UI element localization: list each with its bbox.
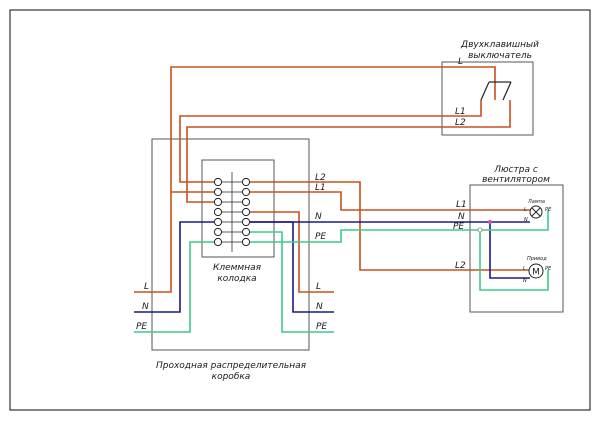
inner-label-l1: L1 <box>315 183 326 193</box>
wire-pe-input <box>134 241 218 333</box>
terminal-row <box>213 227 251 237</box>
drawing-frame <box>9 9 591 411</box>
terminal-screw <box>241 227 251 237</box>
wire-pe-to-chandelier <box>246 229 549 291</box>
chandelier-label-n: N <box>458 212 465 222</box>
wire-n-input <box>134 221 218 313</box>
lamp-pin-pe: PE <box>545 207 552 213</box>
switch-label-l1: L1 <box>455 107 466 117</box>
earth-wires <box>134 210 549 333</box>
junction-box-labels: Клеммная колодка Проходная распределител… <box>136 173 327 382</box>
inner-label-pe: PE <box>315 232 326 242</box>
junction-box-caption-line1: Проходная распределительная <box>156 361 307 371</box>
wire-l2-to-chandelier <box>246 181 530 271</box>
switch-contacts <box>480 81 512 101</box>
terminal-block-caption-line1: Клеммная <box>213 263 262 273</box>
wire-l-output <box>246 211 334 293</box>
terminal-row <box>213 207 251 217</box>
motor-caption: Привод <box>527 256 547 262</box>
wire-switch-l1 <box>179 100 482 183</box>
lamp-cross-2 <box>531 207 541 217</box>
junction-dot-n <box>488 220 492 224</box>
terminal-block <box>201 159 275 258</box>
terminal-screw <box>213 227 223 237</box>
terminal-row <box>213 217 251 227</box>
junction-dot-pe <box>477 227 483 233</box>
wire-switch-l2 <box>186 100 511 203</box>
terminal-screw <box>213 187 223 197</box>
terminal-screw <box>241 187 251 197</box>
left-label-n: N <box>142 302 149 312</box>
right-label-n: N <box>316 302 323 312</box>
motor-pin-pe: PE <box>545 266 552 272</box>
switch-title-line1: Двухклавишный <box>460 40 539 50</box>
terminal-screw <box>213 197 223 207</box>
terminal-screw <box>213 217 223 227</box>
left-label-pe: PE <box>136 322 147 332</box>
switch-label-l2: L2 <box>455 118 466 128</box>
junction-box-caption-line2: коробка <box>212 372 251 382</box>
chandelier-title-line1: Люстра с <box>493 165 538 175</box>
chandelier-label-l1: L1 <box>456 200 467 210</box>
motor-symbol-letter: M <box>532 268 540 278</box>
right-label-pe: PE <box>316 322 327 332</box>
chandelier-labels: Люстра с вентилятором L1 N PE L2 Лампа L… <box>453 165 552 284</box>
terminal-screw <box>213 237 223 247</box>
inner-label-n: N <box>315 212 322 222</box>
chandelier-label-pe: PE <box>453 222 464 232</box>
lamp-symbol <box>529 205 543 219</box>
switch-label-l: L <box>458 57 463 67</box>
chandelier-label-l2: L2 <box>455 261 466 271</box>
wire-l1-to-chandelier <box>246 191 530 211</box>
junction-box <box>151 138 310 351</box>
chandelier-title-line2: вентилятором <box>482 175 550 185</box>
terminal-row <box>213 187 251 197</box>
left-label-l: L <box>144 282 149 292</box>
right-label-l: L <box>316 282 321 292</box>
lamp-pin-l: L <box>524 207 527 213</box>
wire-n-to-chandelier <box>246 221 530 279</box>
terminal-screw <box>241 217 251 227</box>
wire-l-input <box>134 66 496 293</box>
terminal-screw <box>241 237 251 247</box>
terminal-row <box>213 197 251 207</box>
inner-label-l2: L2 <box>315 173 326 183</box>
terminal-screw <box>241 207 251 217</box>
terminal-screw <box>213 177 223 187</box>
motor-symbol: M <box>528 263 544 279</box>
terminal-screw <box>213 207 223 217</box>
lamp-pin-n: N <box>524 217 528 223</box>
switch-contact-1 <box>480 81 490 101</box>
terminal-screw <box>241 177 251 187</box>
switch-box <box>441 61 534 136</box>
lamp-caption: Лампа <box>527 199 545 205</box>
terminal-screw <box>241 197 251 207</box>
phase-wires <box>134 66 530 293</box>
motor-circle <box>528 263 544 279</box>
chandelier-box <box>469 184 564 313</box>
switch-title-line2: выключатель <box>468 51 532 61</box>
terminal-block-caption-line2: колодка <box>217 274 256 284</box>
motor-pin-n: N <box>523 278 527 284</box>
switch-contact-2 <box>502 81 512 101</box>
neutral-wires <box>134 221 530 313</box>
terminal-rows <box>213 172 251 252</box>
wire-pe-output <box>246 231 334 333</box>
switch-labels: Двухклавишный выключатель L L1 L2 <box>455 40 539 128</box>
wire-pe-to-lamp <box>480 210 549 231</box>
motor-pin-l: L <box>523 266 526 272</box>
